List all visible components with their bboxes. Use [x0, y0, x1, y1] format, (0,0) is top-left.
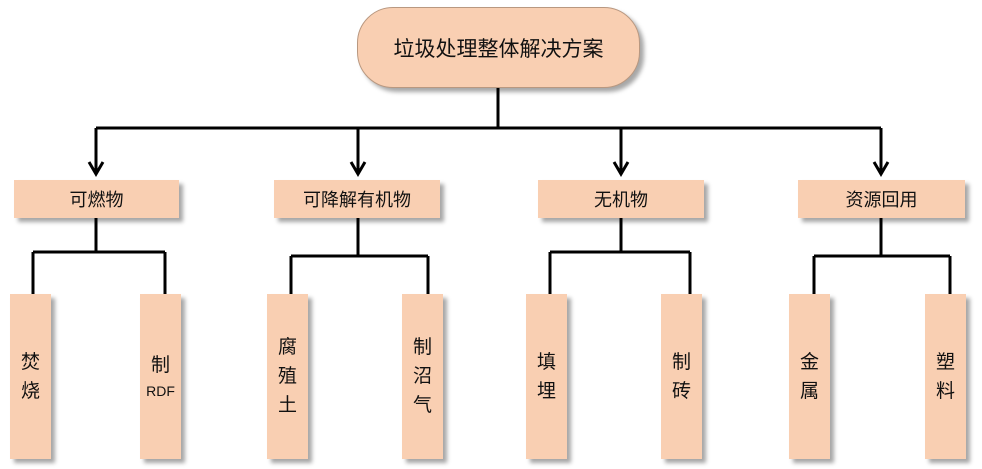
leaf-rdf: 制 RDF	[140, 294, 181, 459]
leaf-char: 料	[935, 379, 955, 402]
leaf-landfill: 填 埋	[526, 294, 567, 459]
leaf-char: 制	[671, 350, 691, 373]
leaf-char: 埋	[536, 379, 556, 402]
category-label: 可燃物	[69, 190, 124, 211]
leaf-char: 属	[799, 379, 819, 402]
leaf-char: RDF	[146, 383, 175, 399]
category-resource-recovery: 资源回用	[798, 180, 965, 218]
leaf-char: 气	[412, 394, 432, 416]
category-combustibles: 可燃物	[14, 180, 179, 218]
leaf-humus: 腐 殖 土	[267, 294, 308, 459]
leaf-char: 制	[412, 336, 432, 358]
leaf-char: 制	[150, 354, 170, 376]
leaf-char: 填	[536, 350, 556, 373]
arrowhead-3	[612, 161, 630, 177]
leaf-incineration: 焚 烧	[10, 294, 51, 459]
leaf-char: 土	[277, 394, 297, 416]
leaf-bricks: 制 砖	[661, 294, 702, 459]
arrowhead-1	[87, 161, 105, 177]
leaf-char: 殖	[277, 365, 297, 387]
leaf-biogas: 制 沼 气	[402, 294, 443, 459]
category-label: 可降解有机物	[303, 190, 411, 211]
leaf-char: 砖	[671, 379, 691, 402]
root-title: 垃圾处理整体解决方案	[393, 36, 604, 61]
leaf-plastic: 塑 料	[925, 294, 966, 459]
category-degradable-organics: 可降解有机物	[274, 180, 440, 218]
category-inorganics: 无机物	[538, 180, 704, 218]
category-label: 无机物	[594, 190, 648, 211]
leaf-char: 腐	[277, 336, 297, 358]
root-node: 垃圾处理整体解决方案	[357, 7, 640, 88]
leaf-char: 焚	[20, 350, 40, 373]
arrowhead-2	[349, 161, 367, 177]
leaf-metal: 金 属	[789, 294, 830, 459]
category-label: 资源回用	[845, 190, 918, 211]
leaf-char: 塑	[935, 350, 955, 373]
leaf-char: 金	[799, 350, 819, 373]
leaf-char: 烧	[20, 379, 40, 402]
arrowhead-4	[872, 161, 890, 177]
leaf-char: 沼	[412, 365, 432, 387]
